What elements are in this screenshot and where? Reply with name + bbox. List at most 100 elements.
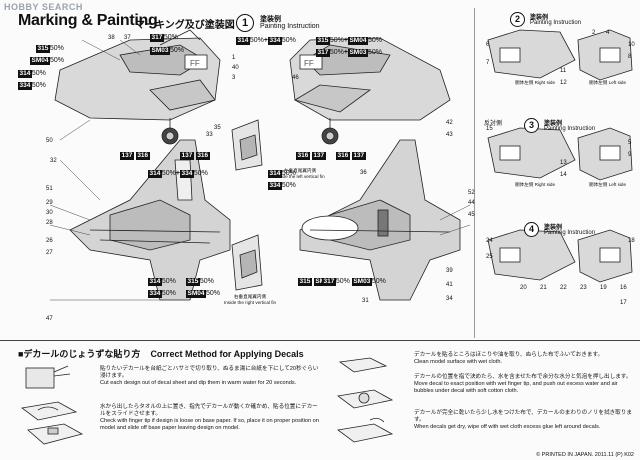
part-number: 21	[540, 285, 547, 291]
decal-title-jp: ■デカールのじょうずな貼り方	[18, 349, 141, 359]
step-3-en: Painting Instruction	[544, 126, 596, 132]
part-number: 13	[560, 160, 567, 166]
part-number: 40	[232, 65, 239, 71]
inside-right-fin-label: 右垂直尾翼内側 Inside the right vertical fin	[223, 294, 277, 305]
step-1-en: Painting Instruction	[260, 23, 320, 30]
right-profile-view: FF	[289, 37, 451, 145]
part-number: 28	[46, 220, 53, 226]
step-1-jp: 塗装例	[260, 16, 281, 23]
part-number: 11	[560, 68, 567, 74]
part-number: 27	[46, 250, 53, 256]
left-side-label-3: 胴体左側 Left side	[588, 182, 627, 187]
part-number: 1	[232, 55, 236, 61]
step-4-badge: 4	[524, 222, 539, 237]
fin-inside-left	[231, 119, 263, 171]
step-2-badge: 2	[510, 12, 525, 27]
part-number: 24	[486, 238, 493, 244]
step-4-profiles	[487, 229, 633, 283]
part-number: 8	[628, 54, 632, 60]
part-number: 5	[628, 140, 632, 146]
svg-text:FF: FF	[304, 59, 314, 68]
part-number: 19	[600, 285, 607, 291]
top-view	[69, 139, 231, 301]
decal-step-2: 水から出したらタオルの上に置き、指先でデカールが動くか確かめ、貼る位置にデカール…	[100, 404, 319, 431]
callout-137-316-mid: 137 316	[180, 152, 210, 160]
page-title-jp: マーキング及び塗装図	[135, 20, 235, 31]
callout-316-137-right: 316 137	[296, 152, 326, 160]
aircraft-drawings: FF FF	[49, 29, 633, 301]
part-number: 50	[46, 138, 53, 144]
callout-137-316-left: 137 316	[120, 152, 150, 160]
part-number: 25	[486, 254, 493, 260]
print-footer: © PRINTED IN JAPAN. 2011.11 (P) K02	[536, 452, 634, 458]
right-side-label-3: 胴体左側 Right side	[514, 182, 556, 187]
section-divider	[0, 340, 640, 341]
left-side-label: 胴体左側 Left side	[588, 80, 627, 85]
part-number: 45	[468, 212, 475, 218]
step-4-jp: 塗装例	[544, 225, 563, 231]
part-number: 16	[620, 285, 627, 291]
left-profile-view: FF	[54, 29, 221, 145]
step-3-profiles	[487, 127, 633, 181]
part-number: 33	[206, 132, 213, 138]
part-number: 2	[592, 30, 596, 36]
step-2-profiles	[487, 29, 633, 81]
column-separator	[474, 8, 475, 338]
part-number: 30	[46, 210, 53, 216]
decal-illustration-right	[337, 357, 394, 443]
right-side-label: 胴体左側 Right side	[514, 80, 556, 85]
part-number: 18	[628, 238, 635, 244]
decal-step-4: デカールの位置を指で決めたら、水を含ませた布で余分な水分と気泡を押し出します。 …	[414, 374, 632, 394]
part-number: 41	[446, 282, 453, 288]
part-number: 12	[560, 80, 567, 86]
part-number: 39	[446, 268, 453, 274]
page-title: Marking & Painting	[18, 12, 158, 29]
step-2-jp: 塗装例	[530, 15, 549, 21]
part-number: 10	[628, 42, 635, 48]
part-number: 4	[606, 30, 610, 36]
part-number: 29	[46, 200, 53, 206]
decal-illustration-left	[21, 365, 84, 445]
fin-inside-right	[231, 234, 263, 291]
part-number: 32	[50, 158, 57, 164]
bottom-view	[299, 139, 461, 301]
part-number: 9	[628, 152, 632, 158]
reverse-label: 反対側	[484, 121, 503, 127]
part-number: 34	[446, 296, 453, 302]
part-number: 7	[486, 60, 490, 66]
part-number: 37	[124, 35, 131, 41]
part-number: 42	[446, 120, 453, 126]
part-number: 3	[232, 75, 236, 81]
decal-step-3: デカールを貼るところはほこりや油を取り、ぬらした布でふいておきます。 Clean…	[414, 352, 604, 365]
decal-title-en: Correct Method for Applying Decals	[150, 349, 304, 359]
part-number: 6	[486, 42, 490, 48]
step-3-badge: 3	[524, 118, 539, 133]
part-number: 26	[46, 238, 53, 244]
callout-316-137-far: 316 137	[336, 152, 366, 160]
part-number: 22	[560, 285, 567, 291]
decal-step-1: 貼りたいデカールを台紙ごとハサミで切り取り、ぬるま湯に台紙を下にして20秒ぐらい…	[100, 366, 319, 386]
part-number: 23	[580, 285, 587, 291]
part-number: 20	[520, 285, 527, 291]
svg-text:FF: FF	[190, 59, 200, 68]
watermark: HOBBY SEARCH	[4, 2, 83, 12]
part-number: 44	[468, 200, 475, 206]
decal-section-title: ■デカールのじょうずな貼り方 Correct Method for Applyin…	[18, 347, 304, 360]
part-number: 47	[46, 316, 53, 322]
